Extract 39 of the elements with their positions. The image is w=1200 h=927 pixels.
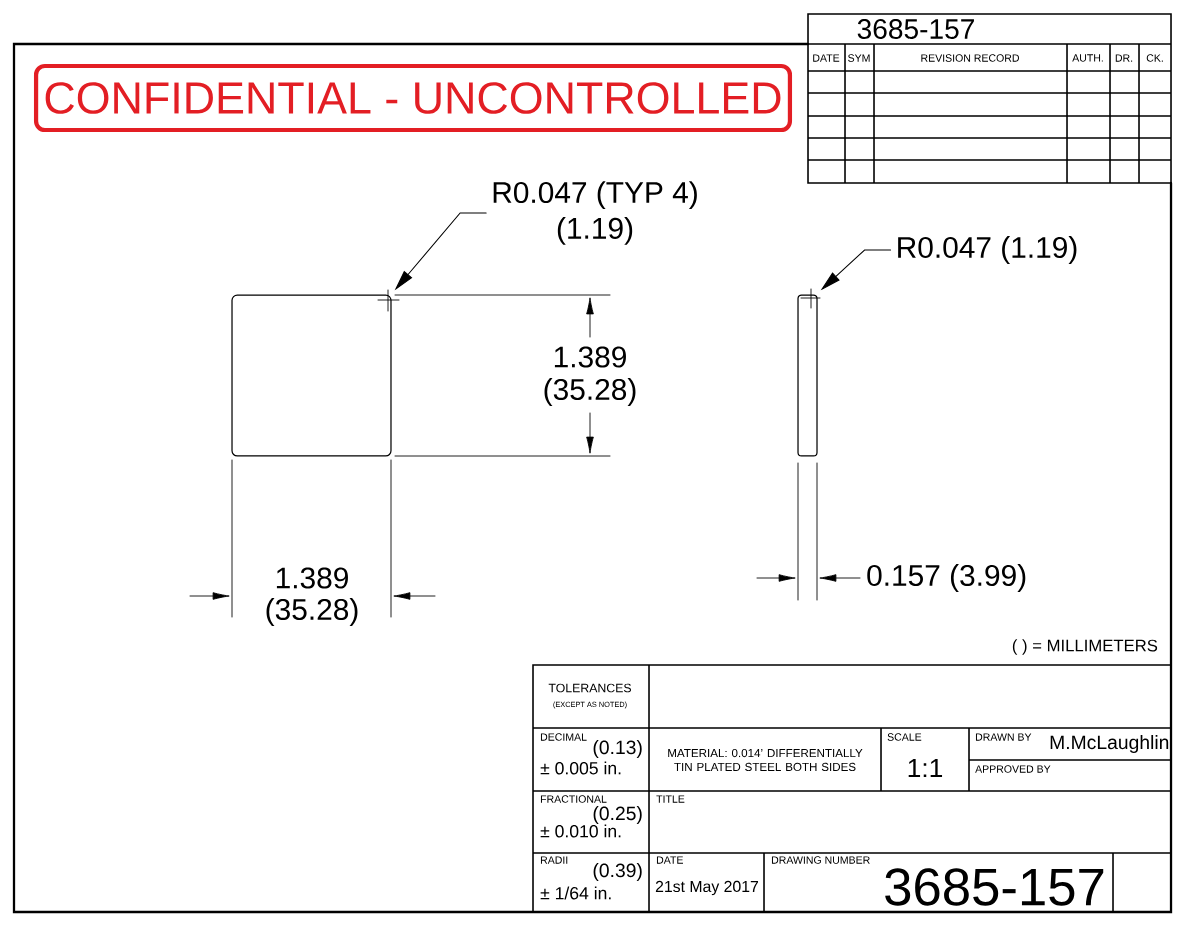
field-value: M.McLaughlin (1050, 735, 1169, 753)
column-header: DATE (813, 54, 840, 62)
dimension-text: (35.28) (266, 598, 358, 626)
callout-text: R0.047 (1.19) (898, 236, 1077, 264)
dimension-text: 0.157 (3.99) (867, 564, 1026, 592)
column-header: AUTH. (1072, 54, 1103, 62)
plate-side-view (797, 294, 818, 457)
field-label: TOLERANCES (548, 683, 631, 693)
field-value: (0.25) (593, 806, 642, 824)
field-label: RADII (540, 856, 568, 864)
field-value: (0.39) (593, 863, 642, 881)
plate-front-view (231, 294, 392, 457)
dimension-text: 1.389 (276, 567, 348, 589)
units-note: ( ) = MILLIMETERS (1012, 639, 1158, 655)
field-label: DRAWN BY (975, 733, 1032, 741)
field-label: DRAWING NUMBER (771, 856, 870, 864)
warning-banner: CONFIDENTIAL - UNCONTROLLED (33, 63, 793, 133)
field-label: SCALE (887, 733, 922, 741)
drawing-number: 3685-157 (857, 19, 974, 39)
dimension-text: 1.389 (554, 346, 626, 368)
column-header: CK. (1146, 54, 1163, 62)
field-label: TITLE (656, 795, 685, 803)
column-header: DR. (1115, 54, 1133, 62)
field-value: (0.13) (593, 740, 642, 758)
field-value: ± 1/64 in. (540, 886, 611, 900)
drawing-number: 3685-157 (885, 868, 1104, 906)
material-note: MATERIAL: 0.014’ DIFFERENTIALLY TIN PLATED STEEL BOTH SIDES (668, 748, 863, 772)
field-label: DECIMAL (540, 733, 587, 741)
callout-text: R0.047 (TYP 4) (1.19) (493, 181, 697, 245)
dimension-text: (35.28) (544, 378, 636, 406)
column-header: SYM (848, 54, 870, 62)
field-label: FRACTIONAL (540, 795, 607, 803)
field-value: ± 0.010 in. (540, 824, 621, 838)
field-value: 21st May 2017 (655, 880, 758, 896)
field-value: ± 0.005 in. (540, 761, 621, 775)
column-header: REVISION RECORD (921, 54, 1019, 62)
field-value: 1:1 (908, 758, 943, 778)
field-label: DATE (656, 856, 683, 864)
field-label: APPROVED BY (975, 765, 1051, 773)
